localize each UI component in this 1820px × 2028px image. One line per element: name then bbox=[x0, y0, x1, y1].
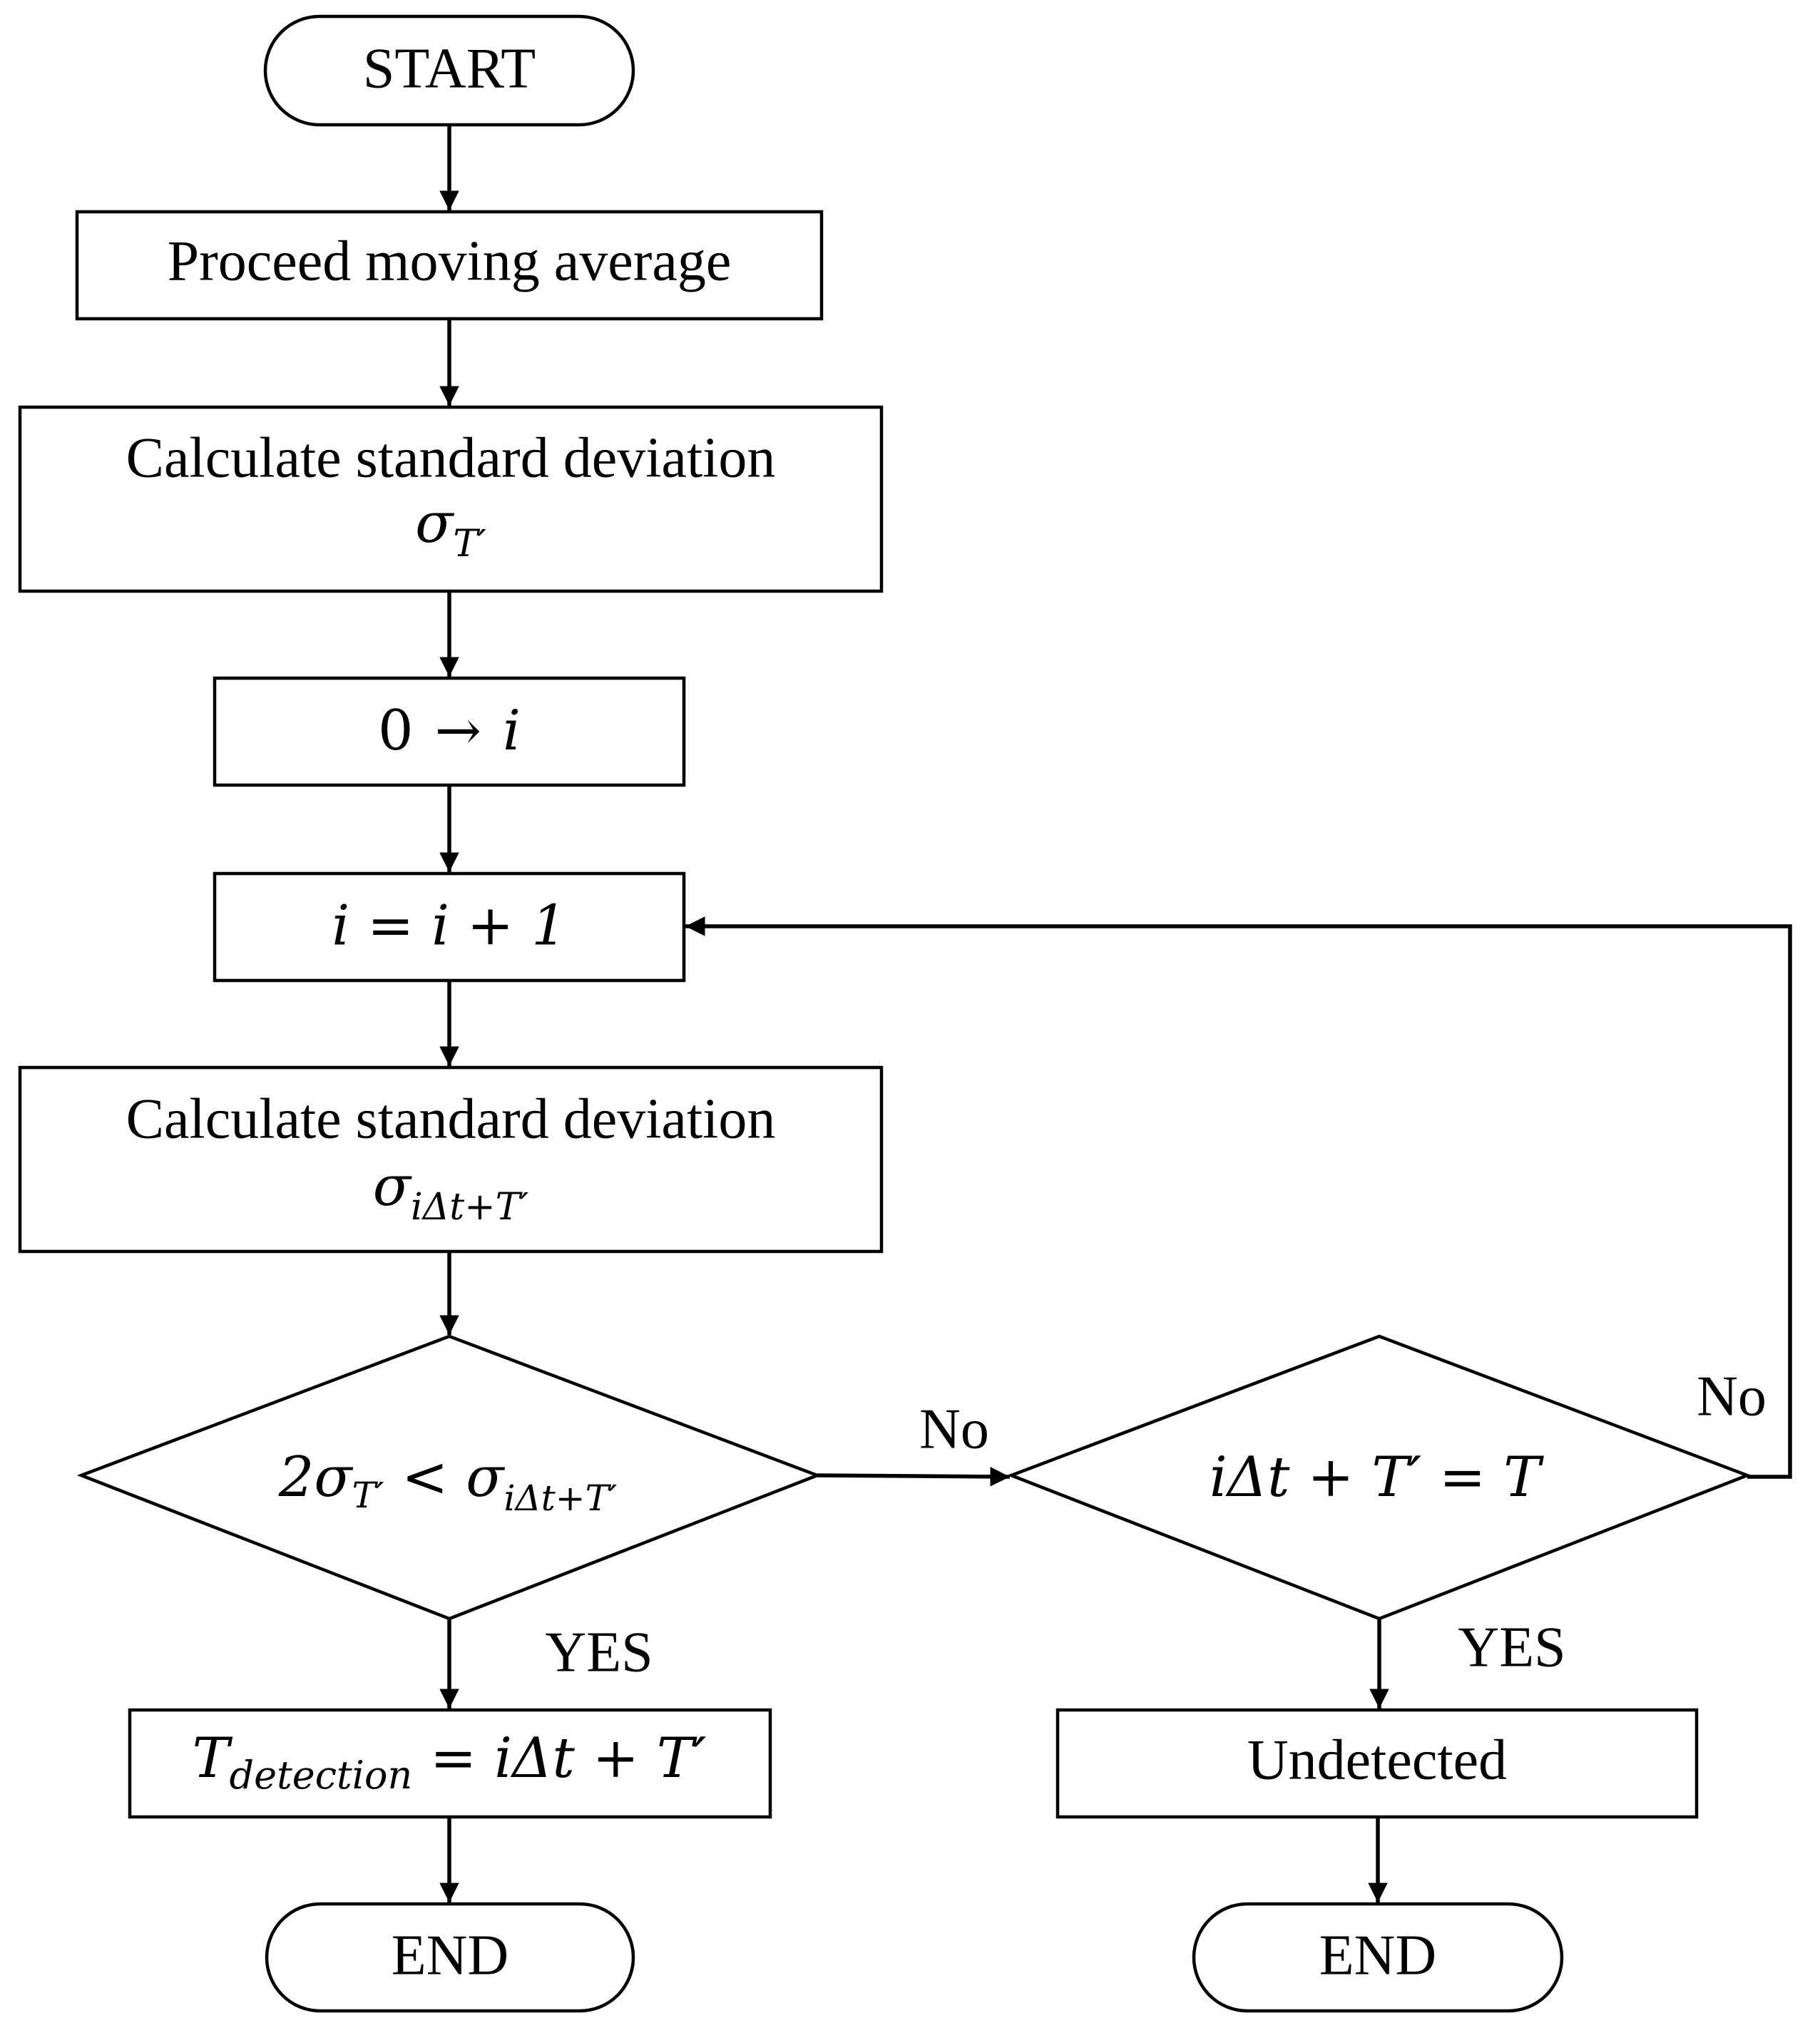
arrow-decision-no-branch bbox=[817, 1467, 1011, 1487]
increment-formula: i = i + 1 bbox=[332, 894, 566, 958]
decision-sub-2: iΔt+T′ bbox=[503, 1478, 617, 1519]
detection-sub: detection bbox=[230, 1753, 413, 1798]
end-left-label: END bbox=[392, 1924, 508, 1987]
std-dev-step-1: Calculate standard deviation σT′ bbox=[18, 405, 884, 593]
std-dev-2-formula: σiΔt+T′ bbox=[373, 1154, 529, 1229]
decision-threshold-formula: 2σT′ < σiΔt+T′ bbox=[278, 1445, 618, 1519]
decision-end-formula: iΔt + T′ = T bbox=[1210, 1445, 1544, 1510]
sigma-subscript: T′ bbox=[453, 523, 486, 565]
init-rhs: i bbox=[503, 699, 521, 763]
undetected-label: Undetected bbox=[1247, 1729, 1507, 1791]
std-dev-1-label: Calculate standard deviation bbox=[126, 426, 776, 489]
std-dev-1-formula: σT′ bbox=[415, 491, 486, 565]
init-lhs: 0 bbox=[378, 699, 414, 763]
init-formula: 0 → i bbox=[378, 699, 521, 763]
std-dev-step-2: Calculate standard deviation σiΔt+T′ bbox=[18, 1065, 884, 1254]
label-no-decision-2: No bbox=[1697, 1365, 1767, 1428]
std-dev-2-label: Calculate standard deviation bbox=[126, 1087, 776, 1150]
decision-end-of-data: iΔt + T′ = T bbox=[1006, 1334, 1752, 1621]
end-terminal-right: END bbox=[1192, 1902, 1564, 2013]
moving-average-label: Proceed moving average bbox=[168, 230, 732, 292]
arrow-loop-back-to-increment bbox=[685, 916, 1792, 1479]
decision-sub-1: T′ bbox=[352, 1475, 384, 1516]
decision-op: < σ bbox=[384, 1445, 505, 1510]
detection-rhs: = iΔt + T′ bbox=[412, 1726, 707, 1791]
label-yes-decision-1: YES bbox=[545, 1621, 653, 1684]
label-no-decision-1: No bbox=[919, 1398, 989, 1460]
moving-average-step: Proceed moving average bbox=[75, 210, 824, 321]
start-label: START bbox=[363, 37, 536, 100]
detection-formula: Tdetection = iΔt + T′ bbox=[193, 1726, 707, 1798]
sigma-symbol: σ bbox=[373, 1154, 412, 1219]
undetected-step: Undetected bbox=[1055, 1708, 1699, 1819]
sigma-symbol: σ bbox=[415, 491, 454, 555]
end-terminal-left: END bbox=[265, 1902, 635, 2013]
label-yes-decision-2: YES bbox=[1458, 1616, 1565, 1679]
detection-step: Tdetection = iΔt + T′ bbox=[128, 1708, 772, 1819]
init-step: 0 → i bbox=[213, 676, 686, 787]
init-arrow: → bbox=[435, 699, 481, 763]
detection-t: T bbox=[193, 1726, 233, 1791]
increment-step: i = i + 1 bbox=[213, 871, 686, 983]
end-right-label: END bbox=[1319, 1924, 1436, 1987]
decision-threshold: 2σT′ < σiΔt+T′ bbox=[76, 1334, 822, 1621]
start-terminal: START bbox=[263, 14, 635, 127]
sigma-subscript: iΔt+T′ bbox=[411, 1186, 528, 1229]
decision-coef: 2σ bbox=[278, 1445, 354, 1510]
